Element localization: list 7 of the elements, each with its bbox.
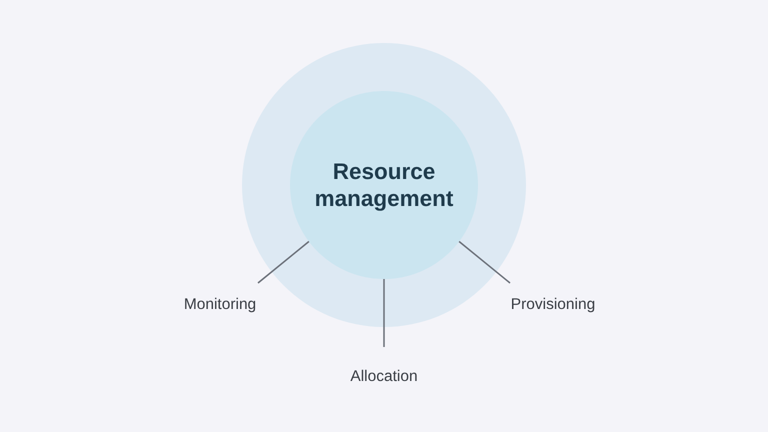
leader-line (458, 240, 510, 284)
leader-line (383, 279, 385, 347)
circle-title: Resource management (314, 158, 454, 212)
callout-label: Monitoring (184, 296, 256, 314)
callout-label: Allocation (350, 368, 418, 386)
callout-label: Provisioning (510, 296, 596, 314)
leader-line (258, 240, 310, 284)
